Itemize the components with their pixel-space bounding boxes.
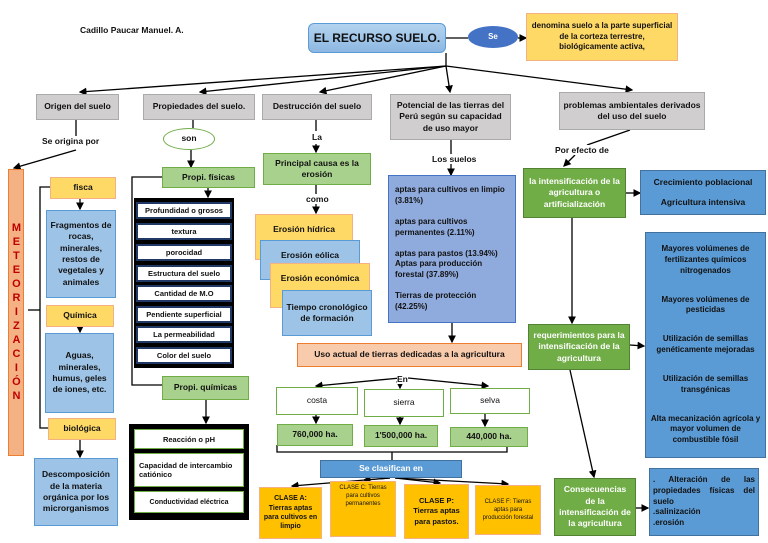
- author-name: Cadillo Paucar Manuel. A.: [80, 25, 184, 35]
- suelo-item: aptas para cultivos permanentes (2.11%): [395, 216, 475, 237]
- requerimientos-list: Mayores volúmenes de fertilizantes quími…: [645, 232, 766, 458]
- branch-propiedades: Propiedades del suelo.: [143, 94, 255, 120]
- label-en: En: [397, 374, 408, 384]
- req-item: Mayores volúmenes de pesticidas: [661, 294, 750, 315]
- quimica-item: Conductividad eléctrica: [134, 491, 244, 513]
- propi-fisicas: Propi. físicas: [162, 167, 255, 188]
- quimica-item: Capacidad de intercambio catiónico: [134, 453, 244, 487]
- se-clasifican: Se clasifican en: [320, 460, 462, 478]
- branch-problemas: problemas ambientales derivados del uso …: [559, 92, 705, 130]
- quimicas-list: Reacción o pH Capacidad de intercambio c…: [129, 424, 249, 520]
- causas-box: Crecimiento poblacional Agricultura inte…: [640, 170, 766, 215]
- se-ellipse: Se: [468, 26, 518, 48]
- label-por-efecto: Por efecto de: [555, 145, 609, 155]
- suelo-item: aptas para pastos (13.94%) Aptas para pr…: [395, 248, 498, 280]
- req-item: Alta mecanización agrícola y mayor volum…: [650, 413, 761, 445]
- fisica-item: Estructura del suelo: [136, 265, 232, 282]
- main-title: EL RECURSO SUELO.: [308, 23, 446, 53]
- principal-causa: Principal causa es la erosión: [263, 153, 371, 185]
- intensificacion-box: la intensificación de la agricultura o a…: [523, 168, 626, 218]
- meteorizacion-box: METEORIZACIÓN: [8, 169, 24, 456]
- tiempo-cronologico: Tiempo cronológico de formación: [282, 290, 372, 336]
- fisica-item: textura: [136, 223, 232, 240]
- req-item: Mayores volúmenes de fertilizantes quími…: [661, 244, 750, 275]
- label-la: La: [312, 132, 322, 142]
- potencial-suelos-box: aptas para cultivos en limpio (3.81%) ap…: [388, 175, 516, 323]
- quimica-box: Química: [46, 305, 114, 327]
- fisica-item: Profundidad o grosos: [136, 202, 232, 219]
- son-ellipse: son: [163, 128, 215, 150]
- cons-item: . Alteración de las propiedades físicas …: [653, 475, 755, 506]
- causa-item: Agricultura intensiva: [660, 196, 746, 207]
- causa-item: Crecimiento poblacional: [653, 177, 753, 188]
- requerimientos-box: requerimientos para la intensificación d…: [528, 324, 630, 370]
- fisicas-list: Profundidad o grosos textura porocidad E…: [134, 198, 234, 368]
- costa-value: 760,000 ha.: [277, 424, 353, 446]
- fisica-item: Cantidad de M.O: [136, 285, 232, 302]
- region-costa: costa: [276, 387, 358, 415]
- clase-p: CLASE P: Tierras aptas para pastos.: [404, 484, 469, 539]
- clase-a: CLASE A: Tierras aptas para cultivos en …: [259, 487, 322, 539]
- sierra-value: 1'500,000 ha.: [364, 425, 438, 447]
- branch-destruccion: Destrucción del suelo: [262, 94, 372, 120]
- selva-value: 440,000 ha.: [450, 427, 528, 447]
- fisica-item: Pendiente superficial: [136, 306, 232, 323]
- req-item: Utilización de semillas transgénicas: [662, 373, 749, 394]
- biologica-box: biológica: [48, 418, 116, 440]
- cons-item: .salinización: [653, 507, 701, 517]
- req-item: Utilización de semillas genéticamente me…: [656, 334, 755, 354]
- clase-f: CLASE F: Tierras aptas para producción f…: [475, 485, 541, 535]
- quimica-item: Reacción o pH: [134, 429, 244, 449]
- cons-item: .erosión: [653, 518, 685, 528]
- consecuencias-list: . Alteración de las propiedades físicas …: [649, 468, 759, 536]
- branch-origen: Origen del suelo: [36, 94, 119, 120]
- fisica-desc: Fragmentos de rocas, minerales, restos d…: [46, 210, 116, 298]
- propi-quimicas: Propi. químicas: [162, 376, 249, 400]
- quimica-desc: Aguas, minerales, humus, geles de iones,…: [45, 333, 114, 413]
- suelo-item: aptas para cultivos en limpio (3.81%): [395, 185, 505, 205]
- uso-actual: Uso actual de tierras dedicadas a la agr…: [297, 343, 522, 367]
- definition-box: denomina suelo a la parte superficial de…: [526, 13, 678, 61]
- fisica-box: fisca: [50, 177, 116, 199]
- fisica-item: porocidad: [136, 244, 232, 261]
- clase-c: CLASE C: Tierras para cultivos permanent…: [330, 481, 396, 537]
- label-como: como: [306, 194, 329, 204]
- region-sierra: sierra: [364, 389, 444, 417]
- suelo-item: Tierras de protección (42.25%): [395, 291, 477, 312]
- fisica-item: La permeabilidad: [136, 326, 232, 343]
- label-los-suelos: Los suelos: [432, 154, 477, 164]
- branch-potencial: Potencial de las tierras del Perú según …: [390, 94, 511, 140]
- biologica-desc: Descomposición de la materia orgánica po…: [34, 458, 118, 526]
- label-se-origina: Se origina por: [42, 136, 100, 146]
- region-selva: selva: [450, 388, 530, 414]
- consecuencias-box: Consecuencias de la intensificación de l…: [554, 478, 636, 536]
- fisica-item: Color del suelo: [136, 347, 232, 364]
